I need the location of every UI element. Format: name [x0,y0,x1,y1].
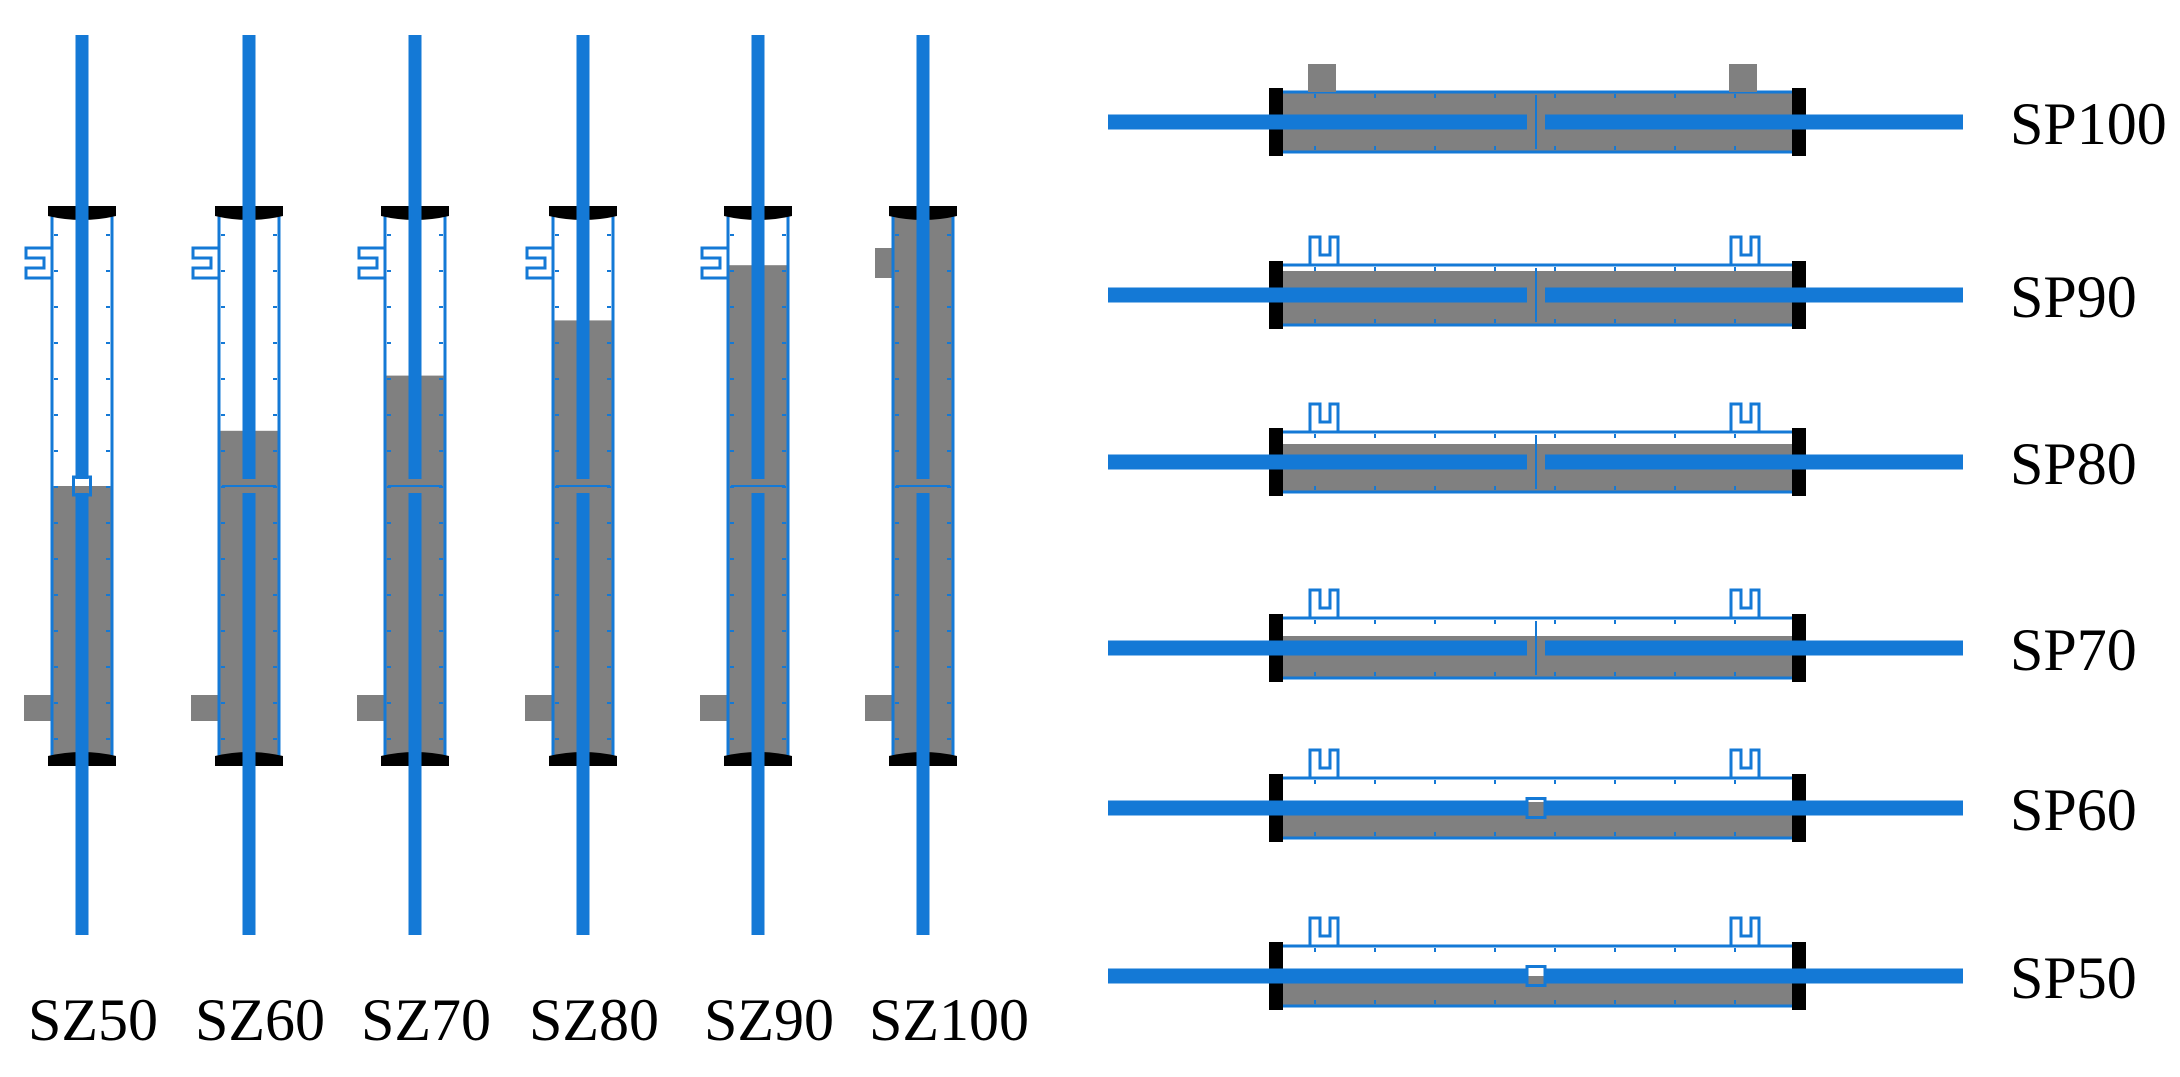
bar-connector [1525,965,1547,987]
vertical-specimen-sz90: SZ90 [700,35,834,1053]
bar-connector [1525,797,1547,819]
specimen-label: SP90 [2010,264,2137,330]
horizontal-specimen-sp50: SP50 [1108,916,2137,1011]
horizontal-specimen-sp60: SP60 [1108,748,2137,843]
specimen-label: SP60 [2010,777,2137,843]
lower-steel-bar [242,493,256,935]
specimen-label: SP70 [2010,617,2137,683]
bottom-nozzle [865,695,893,721]
top-nozzle [525,246,553,280]
bottom-nozzle [525,695,553,721]
horizontal-specimen-sp70: SP70 [1108,588,2137,683]
top-nozzle [1729,916,1761,946]
vertical-specimen-sz70: SZ70 [357,35,491,1053]
top-nozzle [1729,402,1761,432]
left-steel-bar [1108,287,1527,303]
bottom-nozzle [191,695,219,721]
vertical-specimen-sz80: SZ80 [525,35,659,1053]
top-nozzle [1308,402,1340,432]
left-steel-bar [1108,454,1527,470]
left-steel-bar [1108,968,1527,984]
specimen-label: SZ100 [869,987,1029,1053]
top-nozzle [1729,588,1761,618]
bottom-nozzle [24,695,52,721]
lower-steel-bar [916,493,930,935]
top-nozzle [191,246,219,280]
top-nozzle [1308,748,1340,778]
right-steel-bar [1545,287,1963,303]
specimen-label: SZ60 [195,987,325,1053]
top-nozzle [24,246,52,280]
horizontal-specimen-sp90: SP90 [1108,235,2137,330]
upper-steel-bar [576,35,590,479]
upper-steel-bar [75,35,89,479]
lower-steel-bar [75,493,89,935]
vertical-specimen-group: SZ50 SZ60 SZ70 SZ80 SZ90 SZ100 [24,35,1029,1053]
vertical-specimen-sz60: SZ60 [191,35,325,1053]
specimen-label: SP80 [2010,431,2137,497]
left-steel-bar [1108,114,1527,130]
specimen-label: SZ80 [529,987,659,1053]
top-nozzle [875,248,893,278]
top-nozzle [1308,588,1340,618]
specimen-label: SZ70 [361,987,491,1053]
top-nozzle [700,246,728,280]
horizontal-specimen-sp100: SP100 [1108,64,2167,157]
bottom-nozzle [357,695,385,721]
right-steel-bar [1545,800,1963,816]
bar-connector [72,475,92,497]
vertical-specimen-sz100: SZ100 [865,35,1029,1053]
top-nozzle [1308,235,1340,265]
top-nozzle [1308,64,1336,92]
right-steel-bar [1545,454,1963,470]
lower-steel-bar [576,493,590,935]
left-steel-bar [1108,800,1527,816]
top-nozzle [1308,916,1340,946]
specimen-label: SZ90 [704,987,834,1053]
right-steel-bar [1545,114,1963,130]
upper-steel-bar [916,35,930,479]
right-steel-bar [1545,968,1963,984]
top-nozzle [1729,235,1761,265]
upper-steel-bar [242,35,256,479]
top-nozzle [357,246,385,280]
top-nozzle [1729,64,1757,92]
bottom-nozzle [700,695,728,721]
specimen-label: SZ50 [28,987,158,1053]
right-steel-bar [1545,640,1963,656]
lower-steel-bar [408,493,422,935]
specimen-label: SP50 [2010,945,2137,1011]
upper-steel-bar [408,35,422,479]
horizontal-specimen-sp80: SP80 [1108,402,2137,497]
upper-steel-bar [751,35,765,479]
lower-steel-bar [751,493,765,935]
left-steel-bar [1108,640,1527,656]
vertical-specimen-sz50: SZ50 [24,35,158,1053]
top-nozzle [1729,748,1761,778]
specimen-label: SP100 [2010,91,2167,157]
